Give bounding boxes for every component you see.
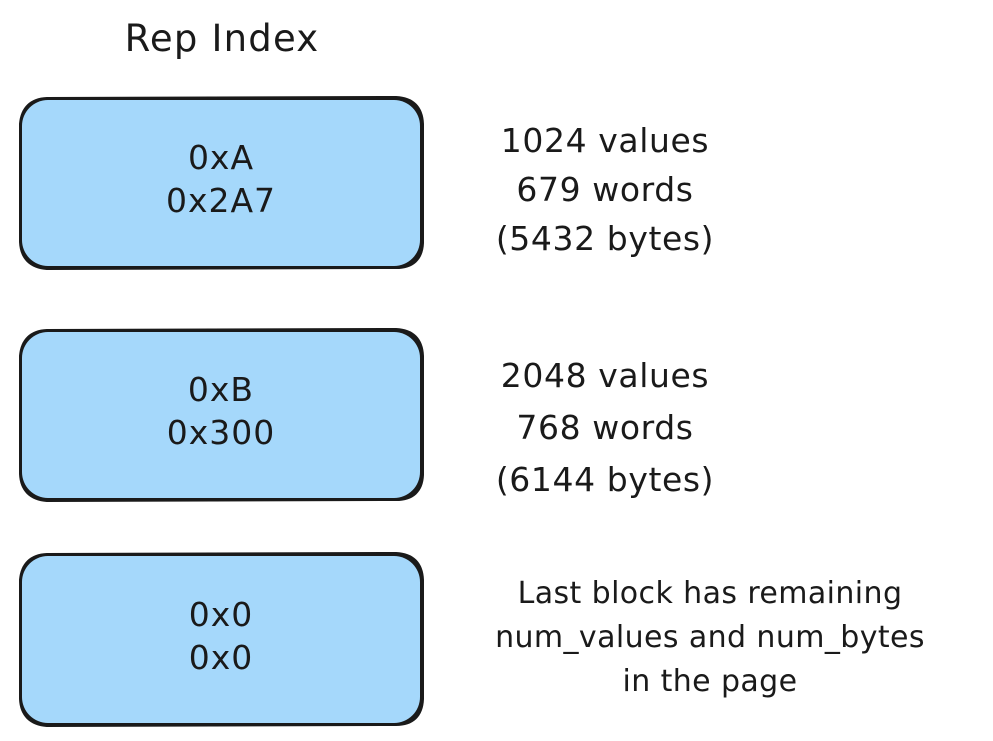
block-3-line-1: 0x0 — [188, 594, 254, 634]
block-3-annotation-line-2: num_values and num_bytes — [495, 620, 925, 655]
block-1-line-2: 0x2A7 — [165, 181, 277, 220]
block-3-annotation-line-3: in the page — [622, 664, 798, 699]
block-3-annotation: Last block has remaining num_values and … — [450, 572, 970, 704]
block-1-annotation-line-1: 1024 values — [500, 121, 710, 160]
block-2-annotation-line-2: 768 words — [516, 408, 694, 447]
block-2-line-1: 0xB — [187, 370, 255, 409]
block-2-annotation-line-1: 2048 values — [500, 356, 710, 395]
block-3-line-2: 0x0 — [188, 637, 254, 677]
block-1-annotation-line-3: (5432 bytes) — [495, 219, 715, 258]
block-2-annotation-line-3: (6144 bytes) — [495, 460, 715, 499]
block-1-annotation-line-2: 679 words — [516, 170, 694, 209]
rep-index-block-2[interactable]: 0xB 0x300 — [22, 332, 420, 498]
block-3-annotation-line-1: Last block has remaining — [517, 576, 903, 611]
rep-index-block-1[interactable]: 0xA 0x2A7 — [22, 100, 420, 266]
block-2-line-2: 0x300 — [166, 413, 276, 452]
block-2-annotation: 2048 values 768 words (6144 bytes) — [440, 350, 770, 506]
block-1-line-1: 0xA — [187, 138, 255, 177]
block-1-annotation: 1024 values 679 words (5432 bytes) — [440, 116, 770, 263]
rep-index-block-3[interactable]: 0x0 0x0 — [22, 556, 420, 723]
diagram-title: Rep Index — [124, 17, 320, 60]
